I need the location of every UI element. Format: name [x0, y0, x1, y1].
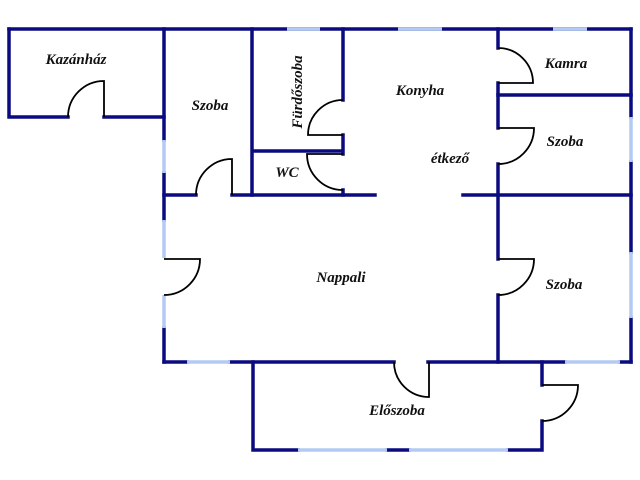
door-furdoszoba[interactable] [307, 99, 344, 136]
label-nappali: Nappali [315, 270, 366, 286]
label-furdoszoba: Fürdőszoba [290, 55, 306, 130]
doors [67, 47, 579, 422]
door-szoba-right-top[interactable] [497, 127, 535, 165]
label-szoba-right-bottom: Szoba [546, 277, 583, 293]
label-konyha: Konyha [395, 83, 445, 99]
label-eloszoba: Előszoba [368, 403, 425, 419]
door-wc[interactable] [306, 153, 344, 191]
windows [162, 27, 633, 452]
label-szoba-right-top: Szoba [547, 134, 584, 150]
door-szoba-left[interactable] [195, 158, 233, 196]
room-labels: Kazánház Szoba Fürdőszoba WC Konyha étke… [45, 52, 588, 419]
door-entrance[interactable] [541, 384, 579, 422]
label-kamra: Kamra [544, 56, 588, 72]
label-kazanhaz: Kazánház [45, 52, 107, 68]
door-kamra[interactable] [497, 47, 534, 84]
door-nappali-left[interactable] [163, 258, 201, 296]
label-etkezo: étkező [431, 151, 471, 167]
label-szoba-left: Szoba [192, 98, 229, 114]
door-kazanhaz[interactable] [67, 80, 105, 118]
door-eloszoba-inner[interactable] [393, 361, 430, 398]
label-wc: WC [275, 165, 299, 181]
walls [7, 27, 633, 452]
door-szoba-right-bottom[interactable] [497, 258, 535, 296]
